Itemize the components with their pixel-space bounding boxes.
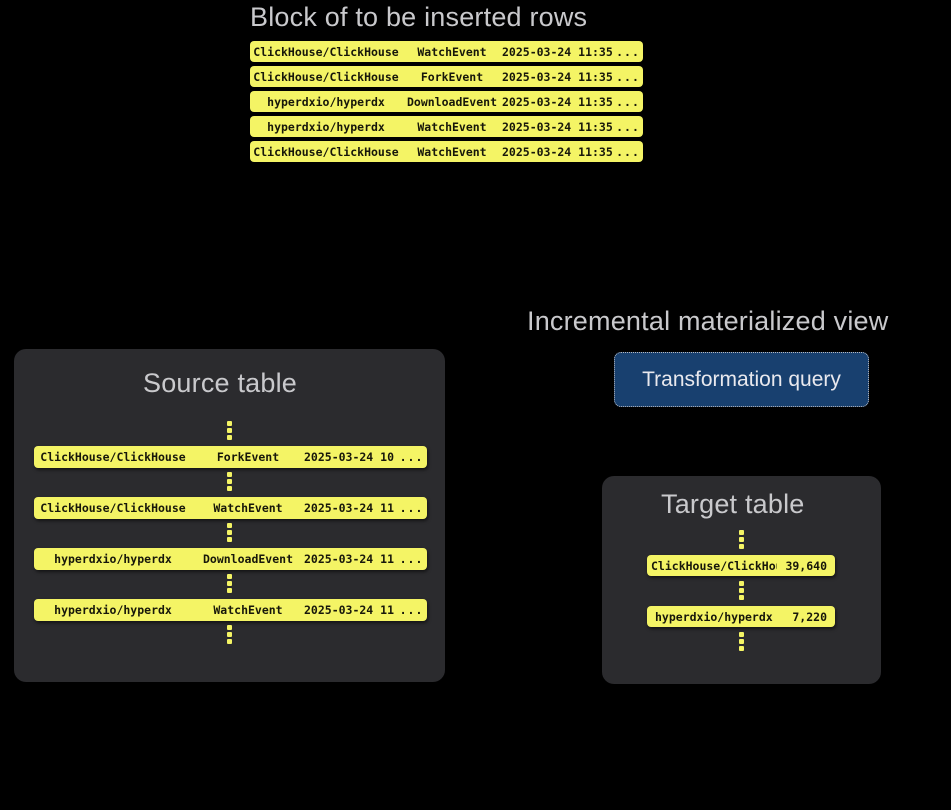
row-count: 7,220 [792, 609, 827, 624]
target-table-title: Target table [661, 489, 805, 519]
transformation-query-box[interactable]: Transformation query [614, 352, 869, 407]
row-more-ellipsis: ... [616, 44, 640, 59]
target-table-row: ClickHouse/ClickHouse 39,640 [647, 555, 835, 576]
materialized-view-title: Incremental materialized view [527, 306, 889, 336]
row-event-type: WatchEvent [417, 144, 487, 159]
target-ellipsis-bottom [739, 632, 744, 651]
row-count: 39,640 [785, 558, 827, 573]
row-repository: ClickHouse/ClickHouse [651, 558, 777, 573]
block-row: ClickHouse/ClickHouse WatchEvent 2025-03… [250, 41, 643, 62]
block-of-rows-title: Block of to be inserted rows [250, 2, 588, 32]
row-repository: hyperdxio/hyperdx [267, 94, 385, 109]
row-more-ellipsis: ... [399, 501, 424, 515]
target-table-row: hyperdxio/hyperdx 7,220 [647, 606, 835, 627]
row-repository: ClickHouse/ClickHouse [253, 144, 399, 159]
source-table-row: ClickHouse/ClickHouse WatchEvent 2025-03… [34, 497, 427, 519]
source-ellipsis-top [227, 421, 232, 440]
row-repository: ClickHouse/ClickHouse [40, 501, 186, 515]
target-ellipsis-1 [739, 581, 744, 600]
row-timestamp: 2025-03-24 11:35:52 [502, 119, 614, 134]
source-table-row: ClickHouse/ClickHouse ForkEvent 2025-03-… [34, 446, 427, 468]
row-event-type: ForkEvent [216, 450, 280, 464]
source-table-title: Source table [143, 368, 297, 398]
row-repository: hyperdxio/hyperdx [54, 603, 172, 617]
block-row: hyperdxio/hyperdx DownloadEvent 2025-03-… [250, 91, 643, 112]
row-repository: ClickHouse/ClickHouse [253, 44, 399, 59]
row-timestamp: 2025-03-24 11:35:54 [502, 144, 614, 159]
target-ellipsis-top [739, 530, 744, 549]
row-timestamp: 2025-03-24 11:35:40 [502, 44, 614, 59]
source-table-row: hyperdxio/hyperdx WatchEvent 2025-03-24 … [34, 599, 427, 621]
row-timestamp: 2025-03-24 11:32:54 [304, 501, 396, 515]
row-more-ellipsis: ... [616, 119, 640, 134]
row-more-ellipsis: ... [616, 144, 640, 159]
row-timestamp: 2025-03-24 11:35:44 [502, 69, 614, 84]
row-more-ellipsis: ... [399, 450, 424, 464]
row-timestamp: 2025-03-24 11:28:32 [304, 603, 396, 617]
row-repository: ClickHouse/ClickHouse [40, 450, 186, 464]
transformation-query-label: Transformation query [642, 367, 841, 391]
row-event-type: WatchEvent [213, 501, 283, 515]
block-row: ClickHouse/ClickHouse ForkEvent 2025-03-… [250, 66, 643, 87]
row-event-type: WatchEvent [417, 119, 487, 134]
row-more-ellipsis: ... [399, 603, 424, 617]
row-repository: hyperdxio/hyperdx [54, 552, 172, 566]
row-event-type: ForkEvent [420, 69, 484, 84]
source-ellipsis-bottom [227, 625, 232, 644]
source-table-row: hyperdxio/hyperdx DownloadEvent 2025-03-… [34, 548, 427, 570]
row-more-ellipsis: ... [616, 94, 640, 109]
block-row: hyperdxio/hyperdx WatchEvent 2025-03-24 … [250, 116, 643, 137]
block-row: ClickHouse/ClickHouse WatchEvent 2025-03… [250, 141, 643, 162]
row-more-ellipsis: ... [616, 69, 640, 84]
row-timestamp: 2025-03-24 10:25:00 [304, 450, 396, 464]
row-repository: hyperdxio/hyperdx [655, 609, 773, 624]
source-ellipsis-3 [227, 574, 232, 593]
row-timestamp: 2025-03-24 11:35:48 [502, 94, 614, 109]
source-ellipsis-1 [227, 472, 232, 491]
row-timestamp: 2025-03-24 11:20:12 [304, 552, 396, 566]
row-event-type: WatchEvent [213, 603, 283, 617]
row-event-type: WatchEvent [417, 44, 487, 59]
source-ellipsis-2 [227, 523, 232, 542]
row-event-type: DownloadEvent [406, 94, 497, 109]
row-more-ellipsis: ... [399, 552, 424, 566]
row-repository: ClickHouse/ClickHouse [253, 69, 399, 84]
row-event-type: DownloadEvent [202, 552, 293, 566]
row-repository: hyperdxio/hyperdx [267, 119, 385, 134]
